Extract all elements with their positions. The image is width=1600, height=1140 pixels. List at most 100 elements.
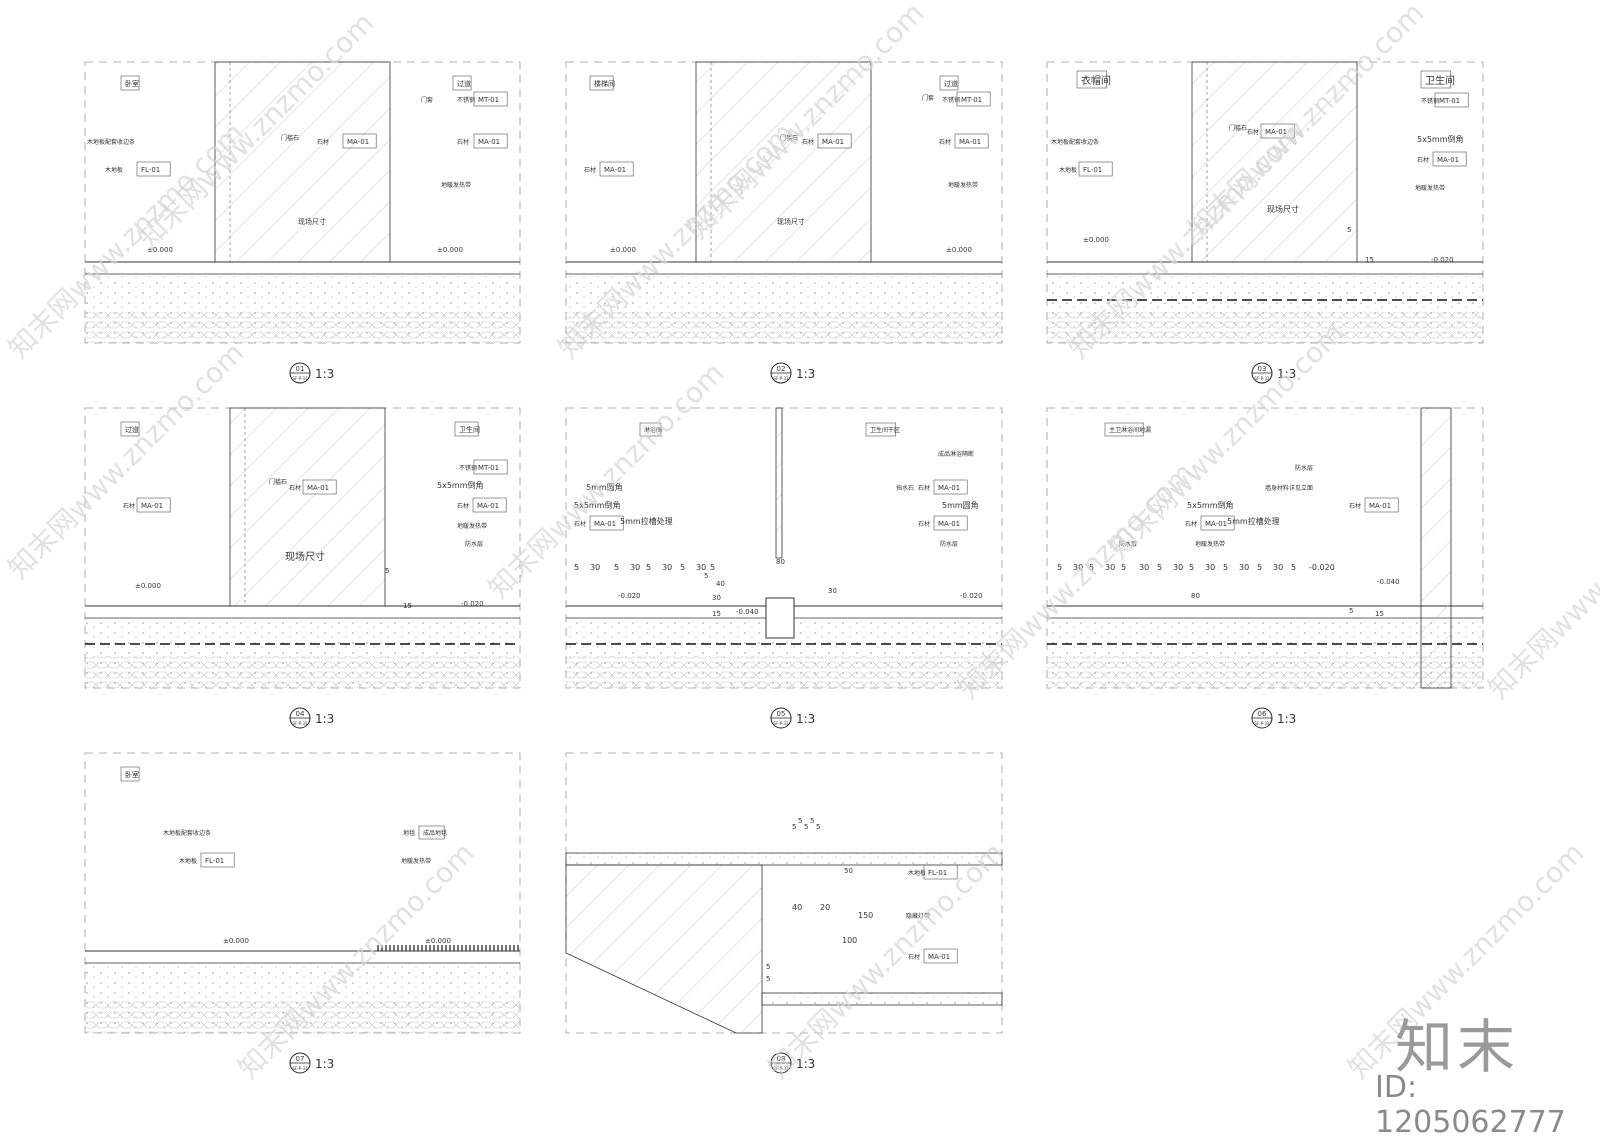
detail-sheet-ref: SF-P-31 xyxy=(292,1066,308,1071)
detail-label: FL-01 xyxy=(141,166,160,174)
detail-label: MT-01 xyxy=(478,464,499,472)
detail-label: 5 xyxy=(1257,563,1262,572)
detail-scale: 1:3 xyxy=(1277,367,1296,381)
detail-label: 5 xyxy=(614,563,619,572)
detail-number: 02 xyxy=(777,365,786,373)
detail-label: 80 xyxy=(1191,592,1200,600)
detail-scale: 1:3 xyxy=(1277,712,1296,726)
detail-label: 卧室 xyxy=(125,79,139,88)
base-gravel-layer xyxy=(1047,656,1483,688)
label-box xyxy=(1078,161,1113,177)
label-box xyxy=(342,133,377,149)
detail-sheet-ref: SF-P-31 xyxy=(773,376,789,381)
detail-label: 石材 xyxy=(1349,502,1361,510)
detail-label: 地暖发热带 xyxy=(1415,184,1445,192)
watermark-text: 知末网www.znzmo.com xyxy=(1482,456,1600,705)
detail-number: 08 xyxy=(777,1055,786,1063)
detail-label: 防水层 xyxy=(1119,540,1137,548)
detail-label: FL-01 xyxy=(928,869,947,877)
detail-label: 衣帽间 xyxy=(1081,74,1111,87)
label-box xyxy=(136,497,171,513)
detail-label: 地暖发热带 xyxy=(457,522,487,530)
detail-scale: 1:3 xyxy=(796,1057,815,1071)
detail-label: FL-01 xyxy=(1083,166,1102,174)
label-box xyxy=(302,479,337,495)
label-box xyxy=(589,75,614,91)
label-box xyxy=(120,766,140,782)
detail-label: 不锈钢 xyxy=(457,96,475,104)
detail-label: 5 xyxy=(810,817,814,825)
detail-number: 05 xyxy=(777,710,786,718)
label-box xyxy=(956,91,991,107)
wall-section xyxy=(1420,407,1452,689)
detail-label: MA-01 xyxy=(822,138,844,146)
detail-label: 门槛石 xyxy=(780,134,798,142)
detail-label: MT-01 xyxy=(478,96,499,104)
detail-label: 5 xyxy=(646,563,651,572)
detail-label: -0.020 xyxy=(960,592,983,600)
detail-label: MA-01 xyxy=(604,166,626,174)
detail-label: 15 xyxy=(403,602,412,610)
watermark-text: 知末网www.znzmo.com xyxy=(762,836,1011,1085)
detail-number: 06 xyxy=(1258,710,1267,718)
detail-label: 门套 xyxy=(421,96,433,104)
detail-label: 成品地毯 xyxy=(423,829,447,837)
detail-label: 石材 xyxy=(1417,156,1429,164)
label-box xyxy=(200,852,235,868)
label-box xyxy=(589,515,624,531)
door-frame-section xyxy=(1191,61,1358,263)
detail-label: 5 xyxy=(766,975,770,983)
detail-label: ±0.000 xyxy=(610,246,636,254)
detail-number: 04 xyxy=(296,710,305,718)
detail-label: MA-01 xyxy=(1369,502,1391,510)
detail-label: FL-01 xyxy=(205,857,224,865)
base-gravel-layer xyxy=(1047,312,1483,343)
detail-label: 150 xyxy=(858,911,873,920)
detail-label: 不锈钢 xyxy=(459,464,477,472)
detail-label: 地毯 xyxy=(403,829,415,837)
detail-label: MA-01 xyxy=(938,484,960,492)
detail-number: 03 xyxy=(1258,365,1267,373)
label-box xyxy=(933,479,968,495)
label-box xyxy=(1432,151,1467,167)
detail-label: 5 xyxy=(574,563,579,572)
label-box xyxy=(954,133,989,149)
label-box xyxy=(136,161,171,177)
detail-sheet-ref: SF-P-31 xyxy=(292,376,308,381)
label-box xyxy=(1260,123,1295,139)
detail-label: 门槛石 xyxy=(281,134,299,142)
detail-scale: 1:3 xyxy=(796,367,815,381)
detail-label: 木地板 xyxy=(105,166,123,174)
detail-label: 5mm拉槽处理 xyxy=(1227,516,1280,526)
detail-label: 5mm圆角 xyxy=(586,482,623,492)
detail-label: 40 xyxy=(792,903,802,912)
detail-label: 5 xyxy=(1347,226,1351,234)
detail-label: 5 xyxy=(1121,563,1126,572)
detail-label: -0.020 xyxy=(618,592,641,600)
detail-label: MA-01 xyxy=(477,502,499,510)
floor-slab xyxy=(761,992,1003,1006)
detail-label: 石材 xyxy=(908,953,920,961)
detail-label: 木地板 xyxy=(179,857,197,865)
detail-label: MA-01 xyxy=(1437,156,1459,164)
detail-label: MA-01 xyxy=(938,520,960,528)
detail-scale: 1:3 xyxy=(315,367,334,381)
detail-label: MA-01 xyxy=(928,953,950,961)
label-box xyxy=(473,91,508,107)
detail-label: 防水层 xyxy=(940,540,958,548)
ceiling-slab xyxy=(565,852,1003,866)
panel-frame xyxy=(84,752,521,1034)
detail-label: 30 xyxy=(662,563,672,572)
detail-label: 5 xyxy=(792,823,796,831)
detail-label: 5x5mm倒角 xyxy=(574,500,621,510)
base-gravel-layer xyxy=(566,656,1002,688)
label-box xyxy=(939,75,959,91)
detail-label: -0.040 xyxy=(1377,578,1400,586)
label-box xyxy=(1434,92,1469,108)
detail-label: 石材 xyxy=(457,502,469,510)
detail-label: -0.040 xyxy=(736,608,759,616)
label-box xyxy=(599,161,634,177)
label-box xyxy=(1420,70,1451,89)
